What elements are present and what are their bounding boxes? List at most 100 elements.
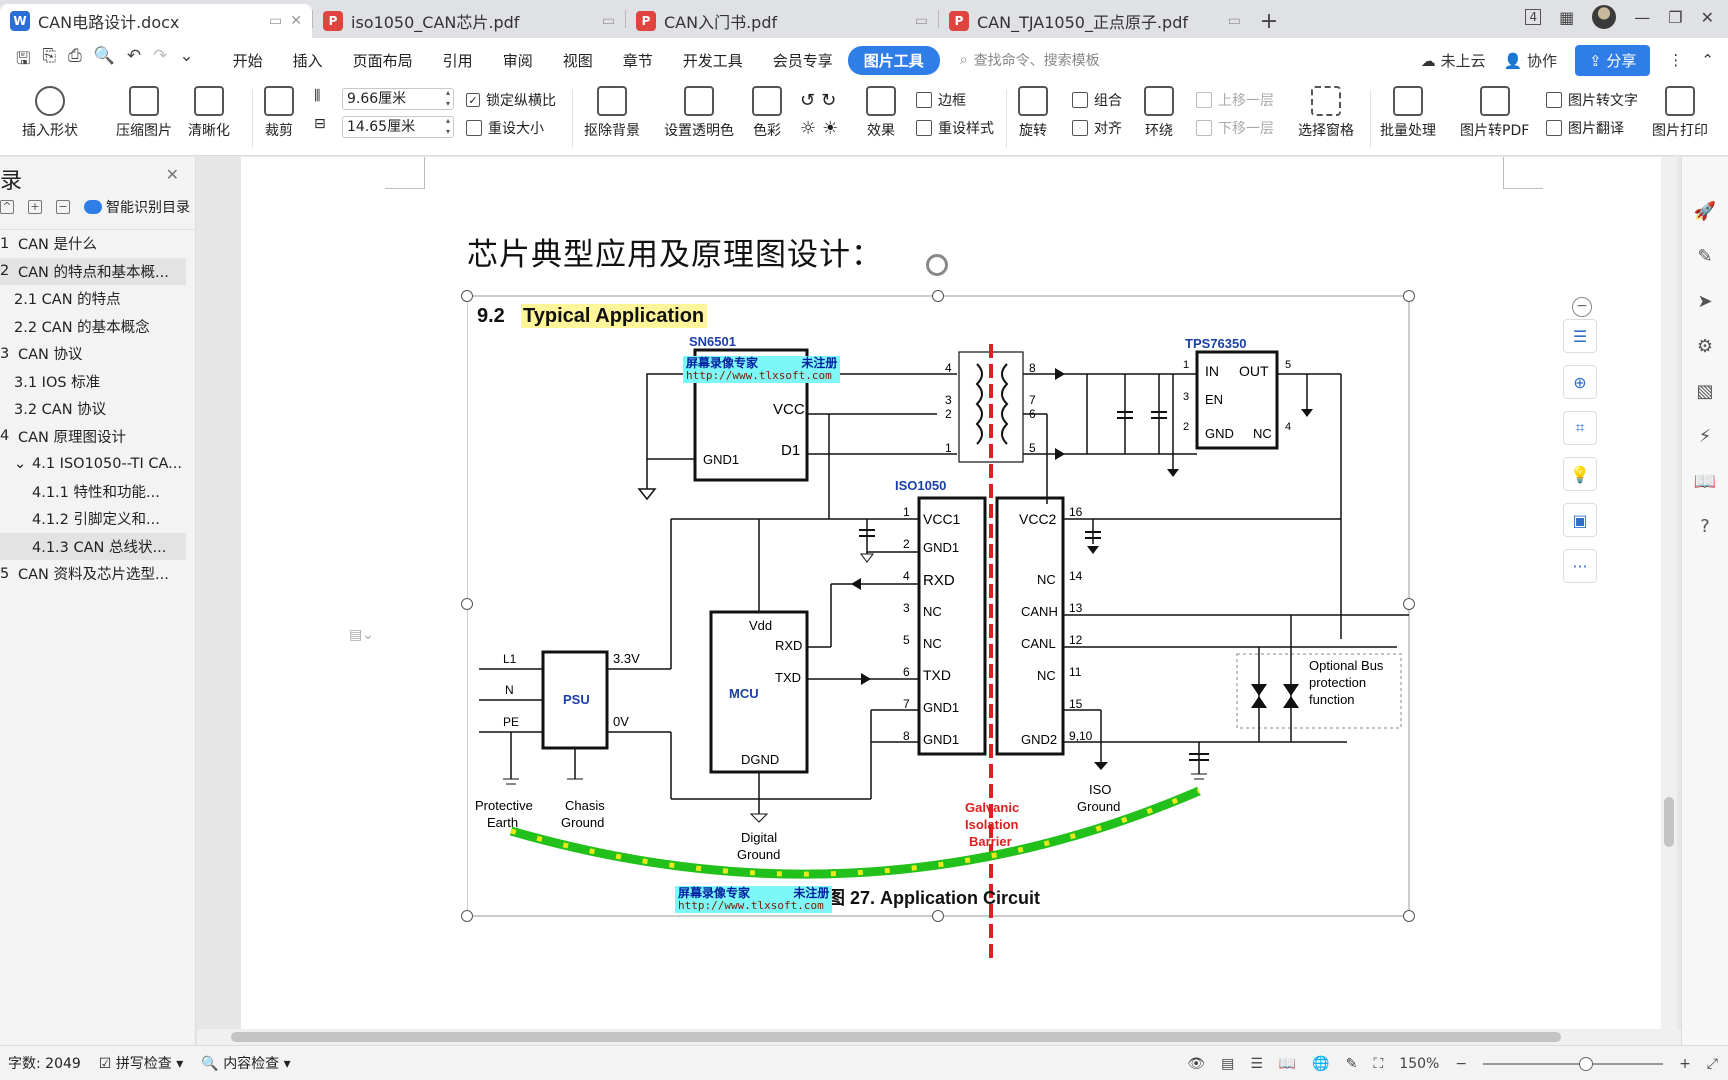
rotate-left-icon[interactable]: ↺ [800,90,816,111]
expand-icon[interactable]: + [28,200,42,214]
fit-page-icon[interactable]: ⛶ [1373,1055,1384,1072]
resize-handle-bl[interactable] [461,910,473,922]
spell-check-button[interactable]: ☑ 拼写检查 ▾ [98,1056,184,1072]
tab-can-book-pdf[interactable]: P CAN入门书.pdf ▭ [626,4,938,38]
page-view-icon[interactable]: ▤ [1221,1055,1235,1072]
command-search[interactable]: ⌕ 查找命令、搜索模板 [960,50,1100,70]
selection-pane-button[interactable]: 选择窗格 [1298,86,1354,140]
help-icon[interactable]: ? [1700,516,1710,537]
write-view-icon[interactable]: ✎ [1345,1055,1358,1072]
restore-tab-icon[interactable]: ▭ [269,13,283,29]
image-icon[interactable]: ▧ [1696,381,1714,402]
toc-item[interactable]: 4.1.2 引脚定义和... [0,505,186,533]
color-button[interactable]: 色彩 [752,86,782,140]
web-view-icon[interactable]: 🌐 [1312,1055,1330,1072]
resize-handle-tl[interactable] [461,290,473,302]
batch-button[interactable]: 批量处理 [1380,86,1436,140]
close-tab-icon[interactable]: ✕ [290,13,302,29]
toc-item[interactable]: 2.2 CAN 的基本概念 [0,313,186,341]
read-view-icon[interactable]: 📖 [1278,1055,1297,1072]
rotate-right-icon[interactable]: ↻ [821,90,837,111]
eye-icon[interactable]: 👁 [1187,1055,1206,1072]
paragraph-icon[interactable]: ▤⌄ [349,627,374,643]
vertical-scrollbar[interactable] [1661,157,1677,1029]
set-transparent-button[interactable]: 设置透明色 [664,86,734,140]
content-check-button[interactable]: 🔍 内容检查 ▾ [201,1056,291,1072]
zoom-in-icon[interactable]: ⊕ [1563,365,1597,399]
outline-view-icon[interactable]: ☰ [1250,1055,1263,1072]
menu-picture-tools[interactable]: 图片工具 [847,45,940,75]
collapse-icon[interactable]: − [56,200,70,214]
resize-handle-br[interactable] [1403,910,1415,922]
contrast-icons[interactable]: ☼☀ [800,118,838,139]
height-input[interactable]: 9.66厘米 [342,87,454,110]
bolt-icon[interactable]: ⚡ [1698,426,1712,447]
export-icon[interactable]: ⎘ [42,45,57,66]
effects-button[interactable]: 效果 [866,86,896,140]
picture-to-doc-icon[interactable]: ▣ [1563,503,1597,537]
rotate-button[interactable]: 旋转 [1018,86,1048,140]
pen-icon[interactable]: ✎ [1697,246,1713,267]
print-icon[interactable]: ⎙ [68,45,82,66]
more-options-icon[interactable]: ⋮ [1668,51,1684,69]
collapse-all-icon[interactable]: ^ [0,200,14,214]
close-icon[interactable]: ✕ [165,165,179,184]
toc-item[interactable]: ⌄4.1 ISO1050--TI CA... [0,450,186,478]
reset-size-button[interactable]: 重设大小 [466,118,544,138]
group-button[interactable]: 组合 [1072,90,1122,110]
restore-tab-icon[interactable]: ▭ [1227,13,1241,29]
brightness-icon[interactable]: ☼ [800,118,817,139]
menu-references[interactable]: 引用 [442,51,473,70]
width-input[interactable]: 14.65厘米 [342,115,454,138]
contrast-icon[interactable]: ☀ [822,118,839,139]
resize-handle-t[interactable] [932,290,944,302]
to-text-button[interactable]: 图片转文字 [1546,90,1638,110]
toc-item[interactable]: 2.1 CAN 的特点 [0,285,186,313]
rotate-handle[interactable] [926,254,948,276]
cloud-status[interactable]: ☁ 未上云 [1421,50,1486,71]
tab-tja1050-pdf[interactable]: P CAN_TJA1050_正点原子.pdf ▭ [939,4,1251,38]
tab-can-docx[interactable]: W CAN电路设计.docx ▭ ✕ [0,4,312,38]
cursor-icon[interactable]: ➤ [1697,291,1713,312]
vertical-scroll-thumb[interactable] [1664,797,1674,847]
sharpen-button[interactable]: 清晰化 [188,86,230,140]
wrap-button[interactable]: 环绕 [1144,86,1174,140]
more-icon[interactable]: ⌄ [179,45,194,66]
maximize-icon[interactable]: ❐ [1668,7,1683,27]
undo-icon[interactable]: ↶ [126,45,142,66]
menu-review[interactable]: 审阅 [502,51,533,70]
border-button[interactable]: 边框 [916,90,966,110]
zoom-slider[interactable] [1483,1056,1664,1071]
remove-bg-button[interactable]: 抠除背景 [584,86,640,140]
avatar[interactable] [1592,5,1617,29]
reset-style-button[interactable]: 重设样式 [916,118,994,138]
close-window-icon[interactable]: ✕ [1700,7,1714,27]
insert-shape-button[interactable]: 插入形状 [22,86,78,140]
page-count-icon[interactable]: 4 [1525,9,1542,25]
horizontal-scroll-thumb[interactable] [231,1032,1561,1042]
menu-home[interactable]: 开始 [232,51,263,70]
word-count[interactable]: 字数: 2049 [8,1056,81,1072]
smart-toc-button[interactable]: 智能识别目录 [84,197,190,217]
toc-item[interactable]: 3.1 IOS 标准 [0,368,186,396]
align-button[interactable]: 对齐 [1072,118,1122,138]
menu-view[interactable]: 视图 [562,51,593,70]
resize-handle-r[interactable] [1403,598,1415,610]
horizontal-scrollbar[interactable] [197,1029,1681,1045]
collapse-toolbar-icon[interactable]: − [1572,297,1592,317]
brightness-icons[interactable]: ↺↻ [800,90,836,111]
menu-layout[interactable]: 页面布局 [352,51,413,70]
compress-button[interactable]: 压缩图片 [116,86,172,140]
menu-section[interactable]: 章节 [622,51,653,70]
save-icon[interactable]: 🖫 [16,48,31,69]
menu-developer[interactable]: 开发工具 [682,51,743,70]
grid-view-icon[interactable]: ▦ [1559,7,1575,27]
collapse-ribbon-icon[interactable]: ⌃ [1701,51,1714,69]
zoom-slider-knob[interactable] [1579,1056,1594,1071]
menu-member[interactable]: 会员专享 [772,51,833,70]
lock-ratio-checkbox[interactable]: ✓锁定纵横比 [466,90,556,110]
print-picture-button[interactable]: 图片打印 [1652,86,1708,140]
